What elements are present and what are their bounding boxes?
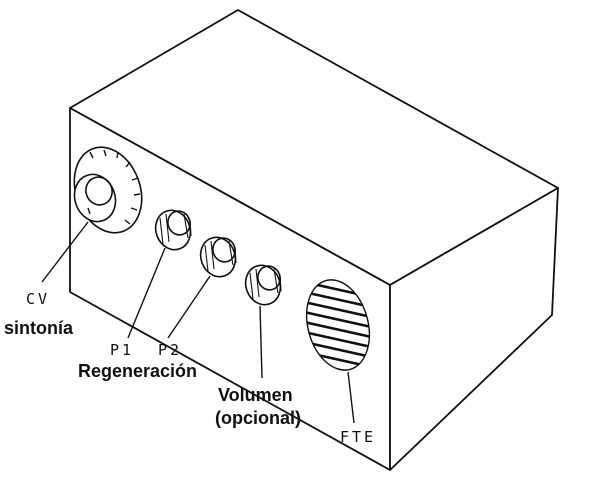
leader-volume [259,305,263,379]
label-fte: FTE [340,428,377,446]
leader-p1 [127,247,166,339]
knob-volume [244,264,282,306]
label-regeneracion: Regeneración [78,361,198,381]
knob-p1 [154,209,192,251]
leader-fte [347,371,355,424]
label-opcional: (opcional) [215,408,301,428]
leader-lines [41,221,355,424]
tuning-dial-ticks [89,149,141,225]
label-volumen: Volumen [218,385,293,405]
knob-p2 [199,236,237,278]
label-sintonia: sintonía [4,318,74,338]
label-p1: P1 [110,341,135,359]
cabinet-side-face [389,187,559,471]
tuning-dial [73,146,143,234]
label-cv: CV [26,290,51,308]
leader-p2 [167,275,211,339]
leader-cv [41,221,89,283]
tuning-knob [73,173,117,223]
label-p2: P2 [158,341,183,359]
